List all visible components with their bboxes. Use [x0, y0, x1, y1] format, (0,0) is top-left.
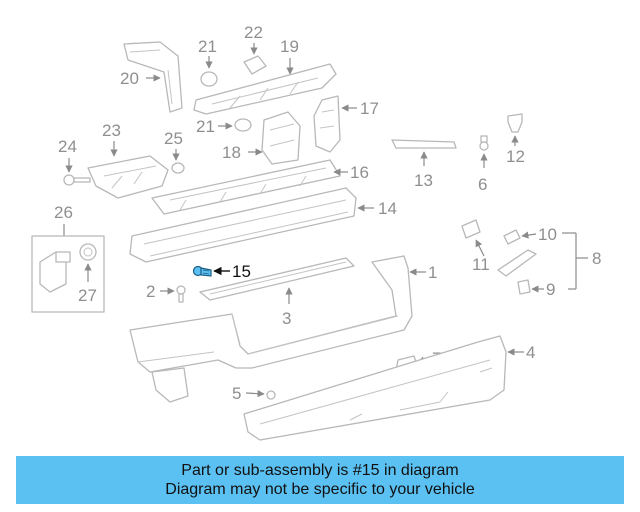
diagram-note-banner: Part or sub-assembly is #15 in diagram D…: [16, 456, 624, 504]
part-9-bulb: [517, 279, 531, 295]
callout-2: 2: [146, 282, 155, 301]
part-12-retainer: [507, 113, 523, 133]
callout-26: 26: [54, 203, 73, 222]
callout-15: 15: [232, 262, 251, 281]
part-22-clip: [243, 55, 267, 75]
part-14-reinforcement: [129, 187, 357, 263]
callout-4: 4: [526, 343, 535, 362]
callout-19: 19: [280, 37, 299, 56]
callout-1: 1: [428, 263, 437, 282]
callout-11: 11: [472, 255, 490, 274]
callout-3: 3: [282, 309, 291, 328]
part-15-bolt: [192, 265, 212, 277]
callout-9: 9: [546, 280, 555, 299]
banner-line-disclaimer: Diagram may not be specific to your vehi…: [165, 481, 475, 498]
callout-25: 25: [164, 129, 183, 148]
callout-24: 24: [58, 137, 77, 156]
parts-diagram: 20 21 21 22 19 17 18 23 24 25: [31, 23, 601, 441]
callout-12: 12: [506, 147, 525, 166]
part-10-cap: [503, 229, 521, 245]
banner-line-part: Part or sub-assembly is #15 in diagram: [181, 462, 459, 479]
part-21-grommet-top: [200, 71, 218, 87]
callout-23: 23: [102, 121, 121, 140]
part-25-clip: [171, 162, 185, 174]
part-21-grommet-mid: [234, 118, 252, 132]
callout-6: 6: [478, 175, 487, 194]
part-4-lower-valance: [243, 335, 507, 441]
callout-13: 13: [414, 171, 433, 190]
part-18-bracket: [261, 111, 301, 165]
part-2-bolt: [176, 285, 186, 303]
part-20-bracket: [123, 41, 183, 113]
callout-27: 27: [78, 286, 97, 305]
part-19-absorber: [193, 63, 337, 115]
callout-16: 16: [350, 163, 369, 182]
part-6-fastener: [479, 135, 489, 151]
part-8-reflector: [497, 249, 537, 277]
part-24-bolt: [63, 174, 91, 186]
part-27-ring: [79, 243, 97, 261]
part-23-bracket: [87, 155, 169, 199]
part-3-step-pad: [199, 257, 355, 301]
part-11-bracket: [461, 219, 481, 239]
part-1-bumper-cover: [129, 255, 413, 403]
callout-14: 14: [378, 199, 397, 218]
callout-5: 5: [232, 384, 241, 403]
callout-21-mid: 21: [196, 117, 215, 136]
part-26-sensor: [39, 251, 71, 293]
callout-20: 20: [120, 69, 139, 88]
callout-17: 17: [360, 99, 379, 118]
callout-8: 8: [592, 249, 601, 268]
callout-22: 22: [244, 23, 263, 42]
callout-10: 10: [538, 225, 557, 244]
part-13-strip: [391, 139, 457, 149]
part-16-upper-bar: [151, 159, 341, 215]
callout-18: 18: [222, 143, 241, 162]
part-17-bracket: [313, 95, 341, 153]
callout-21-top: 21: [198, 37, 217, 56]
part-5-bolt: [266, 390, 276, 400]
